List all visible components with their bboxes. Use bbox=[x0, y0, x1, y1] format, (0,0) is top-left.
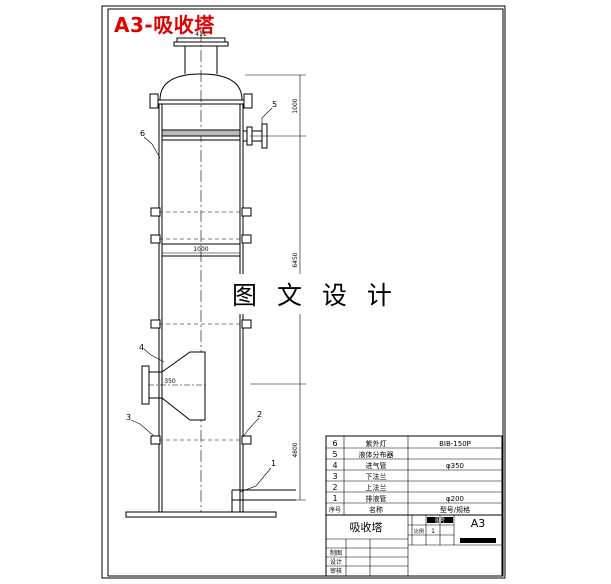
dim-height-middle: 6450 bbox=[292, 252, 299, 267]
part-name-3: 下法兰 bbox=[366, 472, 387, 481]
scale-label: 比例 bbox=[414, 528, 424, 535]
part-name-1: 排液管 bbox=[366, 494, 387, 503]
dim-height-bottom: 4800 bbox=[292, 442, 299, 457]
sheet-size: A3 bbox=[471, 517, 486, 530]
dome-head bbox=[159, 73, 243, 101]
part-name-4: 进气管 bbox=[366, 461, 387, 470]
title-row-reviewed: 审核 bbox=[330, 567, 342, 575]
part-no-1: 1 bbox=[332, 494, 337, 503]
absorption-tower bbox=[125, 30, 296, 518]
title-row-drafted: 制图 bbox=[330, 549, 342, 557]
bottom-outlet-1 bbox=[231, 489, 296, 512]
outer-frame bbox=[101, 5, 506, 579]
callout-4: 4 bbox=[139, 343, 144, 352]
callout-6: 6 bbox=[140, 129, 145, 138]
table-header-spec: 型号/规格 bbox=[440, 505, 470, 514]
part-no-3: 3 bbox=[332, 472, 337, 481]
scale-value: 1 bbox=[431, 528, 435, 535]
dim-top-nozzle: 411 bbox=[195, 31, 207, 38]
table-header-no: 序号 bbox=[329, 506, 341, 514]
inner-frame bbox=[107, 8, 504, 577]
callout-1: 1 bbox=[271, 459, 276, 468]
dim-inner-diameter: 1000 bbox=[193, 246, 208, 253]
part-name-5: 液体分布器 bbox=[359, 450, 394, 459]
flanges bbox=[150, 207, 252, 445]
drawing-heading: A3-吸收塔 bbox=[114, 13, 215, 37]
leader-lines bbox=[130, 107, 273, 493]
callout-2: 2 bbox=[257, 410, 262, 419]
watermark-text: 图 文 设 计 bbox=[229, 274, 401, 314]
callout-5: 5 bbox=[272, 100, 277, 109]
table-header-name: 名称 bbox=[369, 505, 383, 514]
dim-height-top: 1000 bbox=[292, 98, 299, 113]
part-spec-6: BIB-150P bbox=[439, 440, 471, 448]
part-name-6: 紫外灯 bbox=[366, 439, 387, 448]
top-nozzle bbox=[173, 37, 229, 74]
liquid-distributor bbox=[161, 129, 241, 137]
part-spec-4: φ350 bbox=[446, 462, 464, 470]
parts-table bbox=[325, 435, 503, 516]
part-spec-1: φ200 bbox=[446, 495, 464, 503]
title-block bbox=[325, 514, 503, 577]
part-no-6: 6 bbox=[332, 439, 337, 448]
base-plate bbox=[125, 511, 277, 518]
part-no-4: 4 bbox=[332, 461, 337, 470]
part-name-2: 上法兰 bbox=[366, 483, 387, 492]
dim-inlet-size: 350 bbox=[164, 378, 176, 385]
drawing-name: 吸收塔 bbox=[350, 520, 383, 534]
part-no-5: 5 bbox=[332, 450, 337, 459]
gas-inlet-4 bbox=[141, 351, 206, 421]
material-label: 图号 bbox=[435, 518, 445, 524]
part-no-2: 2 bbox=[332, 483, 337, 492]
callout-3: 3 bbox=[126, 413, 131, 422]
title-row-designed: 设计 bbox=[330, 558, 342, 566]
